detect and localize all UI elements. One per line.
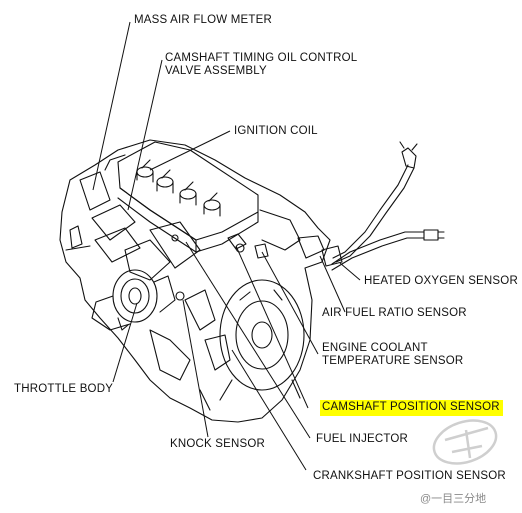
leader-crankshaft-position-sensor	[231, 349, 307, 471]
label-mass-air-flow-meter: MASS AIR FLOW METER	[134, 14, 272, 26]
leader-throttle-body	[112, 302, 138, 383]
label-engine-coolant-line2: TEMPERATURE SENSOR	[322, 355, 464, 367]
leader-knock-sensor	[182, 299, 209, 438]
label-camshaft-timing-line1: CAMSHAFT TIMING OIL CONTROL	[165, 52, 358, 64]
leader-camshaft-position-sensor	[235, 245, 309, 409]
leader-heated-oxygen-sensor	[339, 262, 361, 281]
label-knock-sensor: KNOCK SENSOR	[170, 438, 266, 450]
label-crankshaft-position-sensor: CRANKSHAFT POSITION SENSOR	[313, 470, 506, 482]
engine-outline	[59, 139, 331, 423]
label-fuel-injector: FUEL INJECTOR	[316, 433, 409, 445]
leader-air-fuel-ratio-sensor	[319, 255, 346, 313]
label-heated-oxygen-sensor: HEATED OXYGEN SENSOR	[364, 275, 518, 287]
ignition-coils	[136, 159, 221, 217]
oxygen-sensor-harness	[321, 141, 445, 271]
label-engine-coolant-line1: ENGINE COOLANT	[322, 342, 428, 354]
timing-cover	[219, 279, 305, 391]
circle-logo-icon	[432, 419, 498, 465]
leader-engine-coolant	[261, 251, 319, 355]
label-camshaft-timing-line2: VALVE ASSEMBLY	[165, 65, 267, 77]
leader-fuel-injector	[185, 241, 311, 439]
leader-lines	[92, 21, 361, 471]
throttle-body-drawing	[91, 269, 176, 331]
valve-cover	[117, 141, 259, 241]
label-ignition-coil: IGNITION COIL	[234, 125, 318, 137]
watermark-text: @一目三分地	[420, 493, 487, 505]
label-camshaft-position-sensor: CAMSHAFT POSITION SENSOR	[320, 400, 503, 416]
label-throttle-body: THROTTLE BODY	[14, 383, 114, 395]
leader-mass-air-flow-meter	[92, 21, 131, 191]
engine-drawing	[59, 139, 445, 423]
leader-camshaft-timing-valve	[127, 59, 163, 211]
leader-ignition-coil	[149, 130, 231, 171]
label-air-fuel-ratio-sensor: AIR FUEL RATIO SENSOR	[322, 307, 467, 319]
